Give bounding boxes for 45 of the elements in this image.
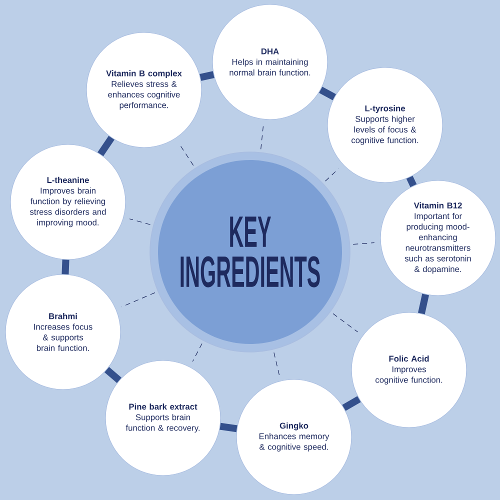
ingredient-name: Brahmi bbox=[49, 313, 77, 320]
dashed-connector bbox=[332, 313, 358, 332]
ingredient-description: Important for producing mood-enhancing neurotransmitters such as serotonin & dopamine. bbox=[404, 212, 471, 274]
connector-bar bbox=[62, 260, 70, 274]
connector-bar bbox=[220, 422, 238, 432]
ingredient-name: Folic Acid bbox=[389, 355, 429, 362]
connector-bar bbox=[200, 71, 214, 81]
ingredient-name: Vitamin B12 bbox=[414, 202, 462, 208]
dashed-connector bbox=[192, 343, 202, 362]
ingredient-circle bbox=[380, 180, 496, 296]
ingredient-name: Gingko bbox=[280, 422, 308, 430]
connector-bar bbox=[104, 367, 122, 383]
connector-bar bbox=[406, 176, 417, 188]
ingredient-description: Helps in maintaining normal brain function. bbox=[230, 58, 310, 76]
ingredient-description: Relieves stress & enhances cognitive performance. bbox=[108, 80, 180, 110]
dashed-connector bbox=[260, 125, 264, 150]
ingredient-description: Enhances memory & cognitive speed. bbox=[259, 433, 330, 452]
dashed-connector bbox=[121, 292, 156, 308]
ingredient-name: Pine bark extract bbox=[129, 403, 198, 410]
ingredient-circle bbox=[10, 144, 126, 260]
ingredient-circle bbox=[105, 360, 221, 476]
dashed-connector bbox=[274, 352, 280, 376]
connector-bar bbox=[319, 86, 336, 100]
ingredient-circle bbox=[212, 4, 328, 120]
center-circle bbox=[150, 152, 350, 352]
connector-bar bbox=[98, 136, 114, 156]
ingredient-name: L-theanine bbox=[47, 176, 89, 184]
ingredient-circle bbox=[236, 379, 352, 495]
dashed-connector bbox=[352, 242, 375, 245]
ingredient-circle bbox=[86, 32, 202, 148]
ingredient-description: Improves cognitive function. bbox=[376, 366, 442, 384]
ingredient-name: DHA bbox=[261, 48, 279, 54]
ingredient-circle bbox=[327, 67, 443, 183]
ingredient-description: Supports brain function & recovery. bbox=[126, 414, 200, 432]
connector-bar bbox=[342, 396, 361, 411]
ingredient-name: L-tyrosine bbox=[365, 105, 406, 113]
ingredient-description: Supports higher levels of focus & cognitive function. bbox=[352, 116, 418, 145]
dashed-connector bbox=[129, 218, 151, 225]
ingredient-circle bbox=[5, 274, 121, 390]
ingredient-description: Increases focus & supports brain function. bbox=[34, 324, 92, 351]
ingredient-description: Improves brain function by relieving stress disorders and improving mood. bbox=[30, 187, 106, 228]
connector-bar bbox=[418, 294, 430, 314]
title: KEY INGREDIENTS bbox=[180, 216, 320, 288]
ingredient-name: Vitamin B complex bbox=[106, 70, 182, 78]
ingredient-circle bbox=[351, 312, 467, 428]
